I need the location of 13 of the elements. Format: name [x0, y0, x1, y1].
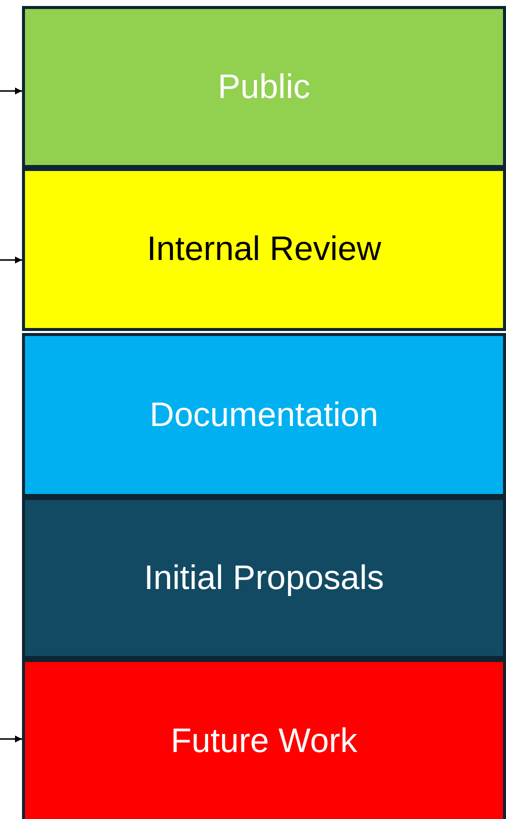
- layer-label: Future Work: [170, 722, 358, 761]
- layer-label: Internal Review: [146, 230, 382, 269]
- layer-box: [22, 168, 506, 331]
- layer-box: [22, 333, 506, 497]
- layer-box: [22, 497, 506, 659]
- arrow: [0, 88, 22, 94]
- arrow: [0, 736, 22, 742]
- layer-label: Documentation: [150, 396, 378, 434]
- layer-label: Initial Proposals: [144, 558, 384, 598]
- layer-box: [22, 6, 506, 168]
- layer-label: Public: [218, 68, 310, 106]
- layer-box: [22, 659, 506, 819]
- arrow: [0, 256, 22, 264]
